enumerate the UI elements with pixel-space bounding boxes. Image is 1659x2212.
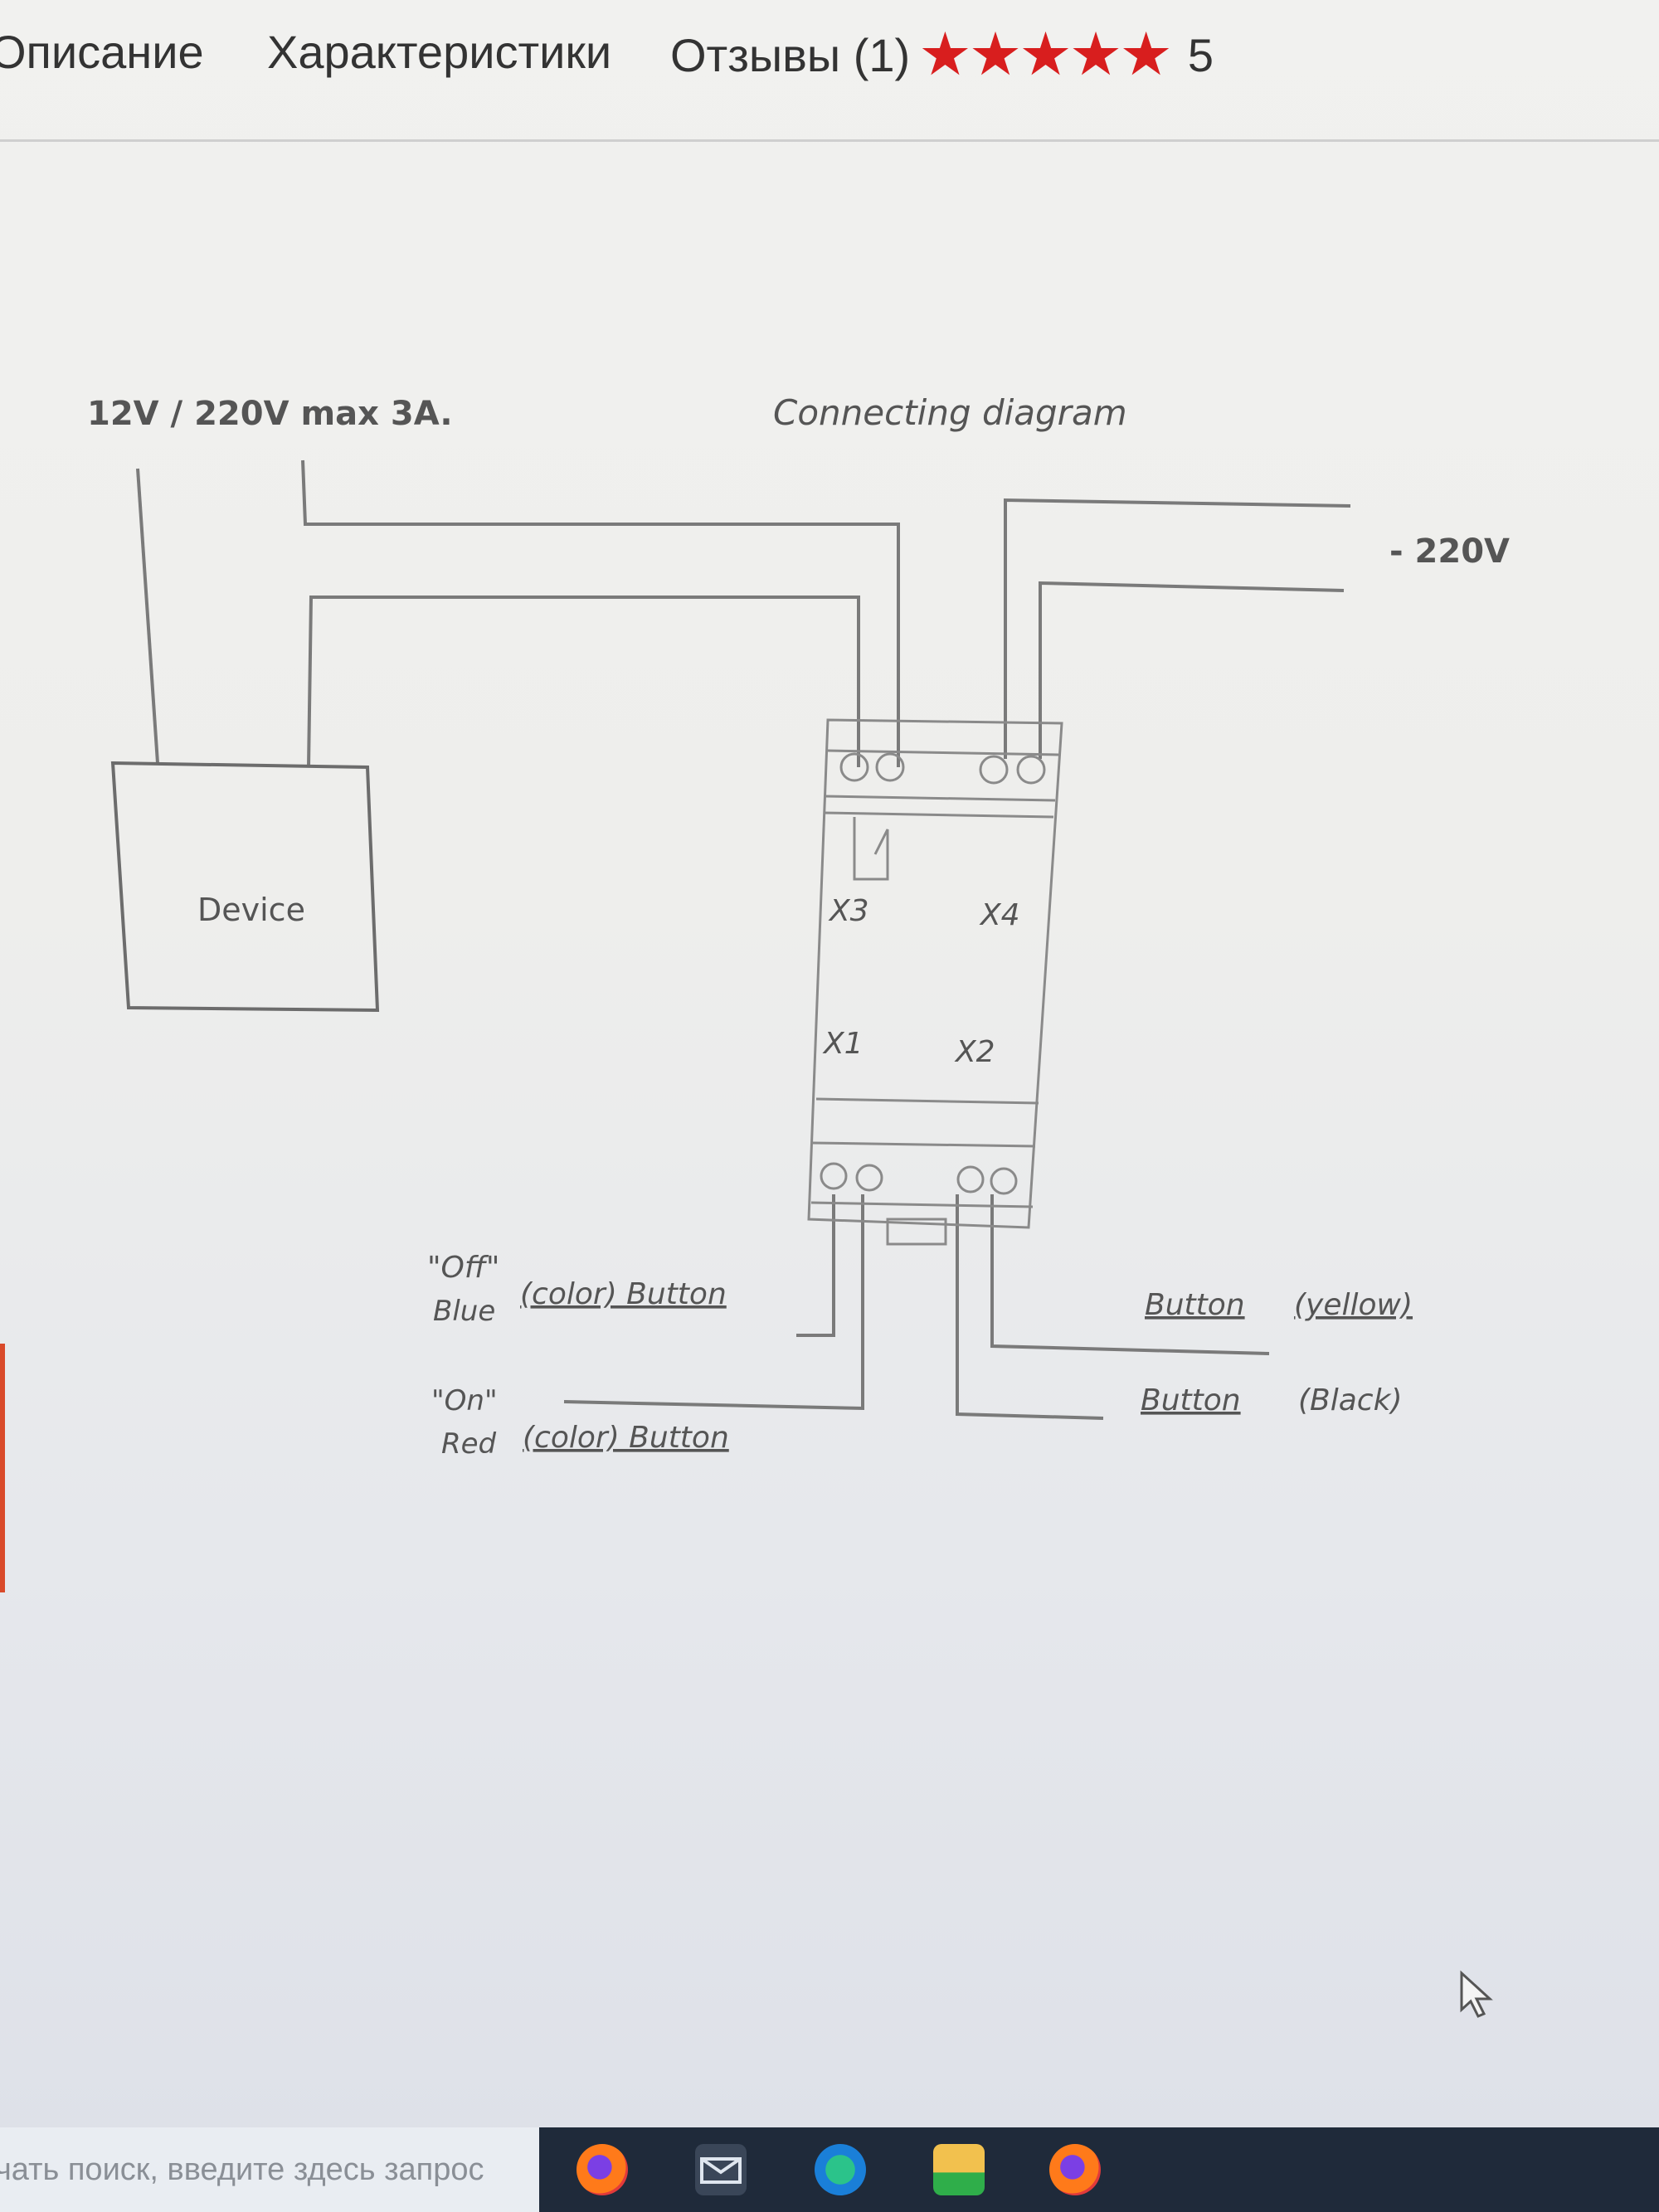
rating-value: 5 <box>1187 28 1214 81</box>
device-box: Device <box>110 761 380 1013</box>
wire-mains-2 <box>1039 581 1345 759</box>
on-label: "On" <box>431 1384 498 1417</box>
wire-load-bottom <box>307 596 860 768</box>
wire-off-button <box>796 1194 835 1337</box>
wire-device-left <box>136 468 159 764</box>
mail-icon[interactable] <box>695 2144 747 2195</box>
on-button-label: (color) Button <box>523 1421 729 1455</box>
tabs-divider <box>0 139 1659 142</box>
diagram-title: Connecting diagram <box>773 392 1127 433</box>
on-color-label: Red <box>441 1427 497 1461</box>
file-explorer-icon[interactable] <box>933 2144 985 2195</box>
terminal-x4-label: X4 <box>979 898 1020 932</box>
wire-load-top <box>301 459 900 767</box>
terminal-x1-label: X1 <box>822 1027 864 1061</box>
edge-icon[interactable] <box>815 2144 866 2195</box>
tab-reviews-label: Отзывы (1) <box>670 28 911 81</box>
window-edge-accent <box>0 1344 5 1592</box>
rating-stars: ★ ★ ★ ★ ★ <box>918 22 1173 88</box>
firefox-icon[interactable] <box>577 2144 628 2195</box>
wires <box>136 459 1351 1420</box>
star-icon: ★ <box>1119 22 1173 88</box>
taskbar-search-input[interactable]: чать поиск, введите здесь запрос <box>0 2127 539 2212</box>
power-label: 12V / 220V max 3A. <box>87 395 453 433</box>
search-placeholder: чать поиск, введите здесь запрос <box>0 2151 484 2187</box>
black-button-label: Button <box>1141 1383 1241 1417</box>
wire-yellow-button <box>990 1194 1270 1355</box>
product-tabs: Описание Характеристики Отзывы (1) ★ ★ ★… <box>0 0 1659 142</box>
star-icon: ★ <box>1068 22 1123 88</box>
wire-black-button <box>956 1194 1104 1420</box>
tab-description[interactable]: Описание <box>0 26 204 78</box>
tab-specs[interactable]: Характеристики <box>267 26 612 78</box>
mouse-pointer-icon <box>1460 1970 1493 2018</box>
device-label: Device <box>197 892 305 928</box>
star-icon: ★ <box>968 22 1023 88</box>
off-color-label: Blue <box>433 1295 495 1328</box>
terminal-x3-label: X3 <box>828 894 869 928</box>
mains-label: - 220V <box>1389 532 1510 571</box>
yellow-color-label: (yellow) <box>1294 1288 1413 1322</box>
star-icon: ★ <box>1019 22 1073 88</box>
black-color-label: (Black) <box>1298 1383 1403 1417</box>
wire-on-button <box>563 1194 864 1411</box>
off-label: "Off" <box>427 1251 499 1285</box>
off-button-label: (color) Button <box>520 1277 727 1311</box>
relay-module <box>807 718 1063 1246</box>
star-icon: ★ <box>918 22 972 88</box>
wire-mains-1 <box>1004 498 1351 759</box>
yellow-button-label: Button <box>1145 1288 1245 1322</box>
tab-reviews[interactable]: Отзывы (1) ★ ★ ★ ★ ★ 5 <box>670 25 1214 85</box>
taskbar: чать поиск, введите здесь запрос <box>0 2127 1659 2212</box>
firefox-icon[interactable] <box>1049 2144 1101 2195</box>
terminal-x2-label: X2 <box>954 1035 995 1069</box>
